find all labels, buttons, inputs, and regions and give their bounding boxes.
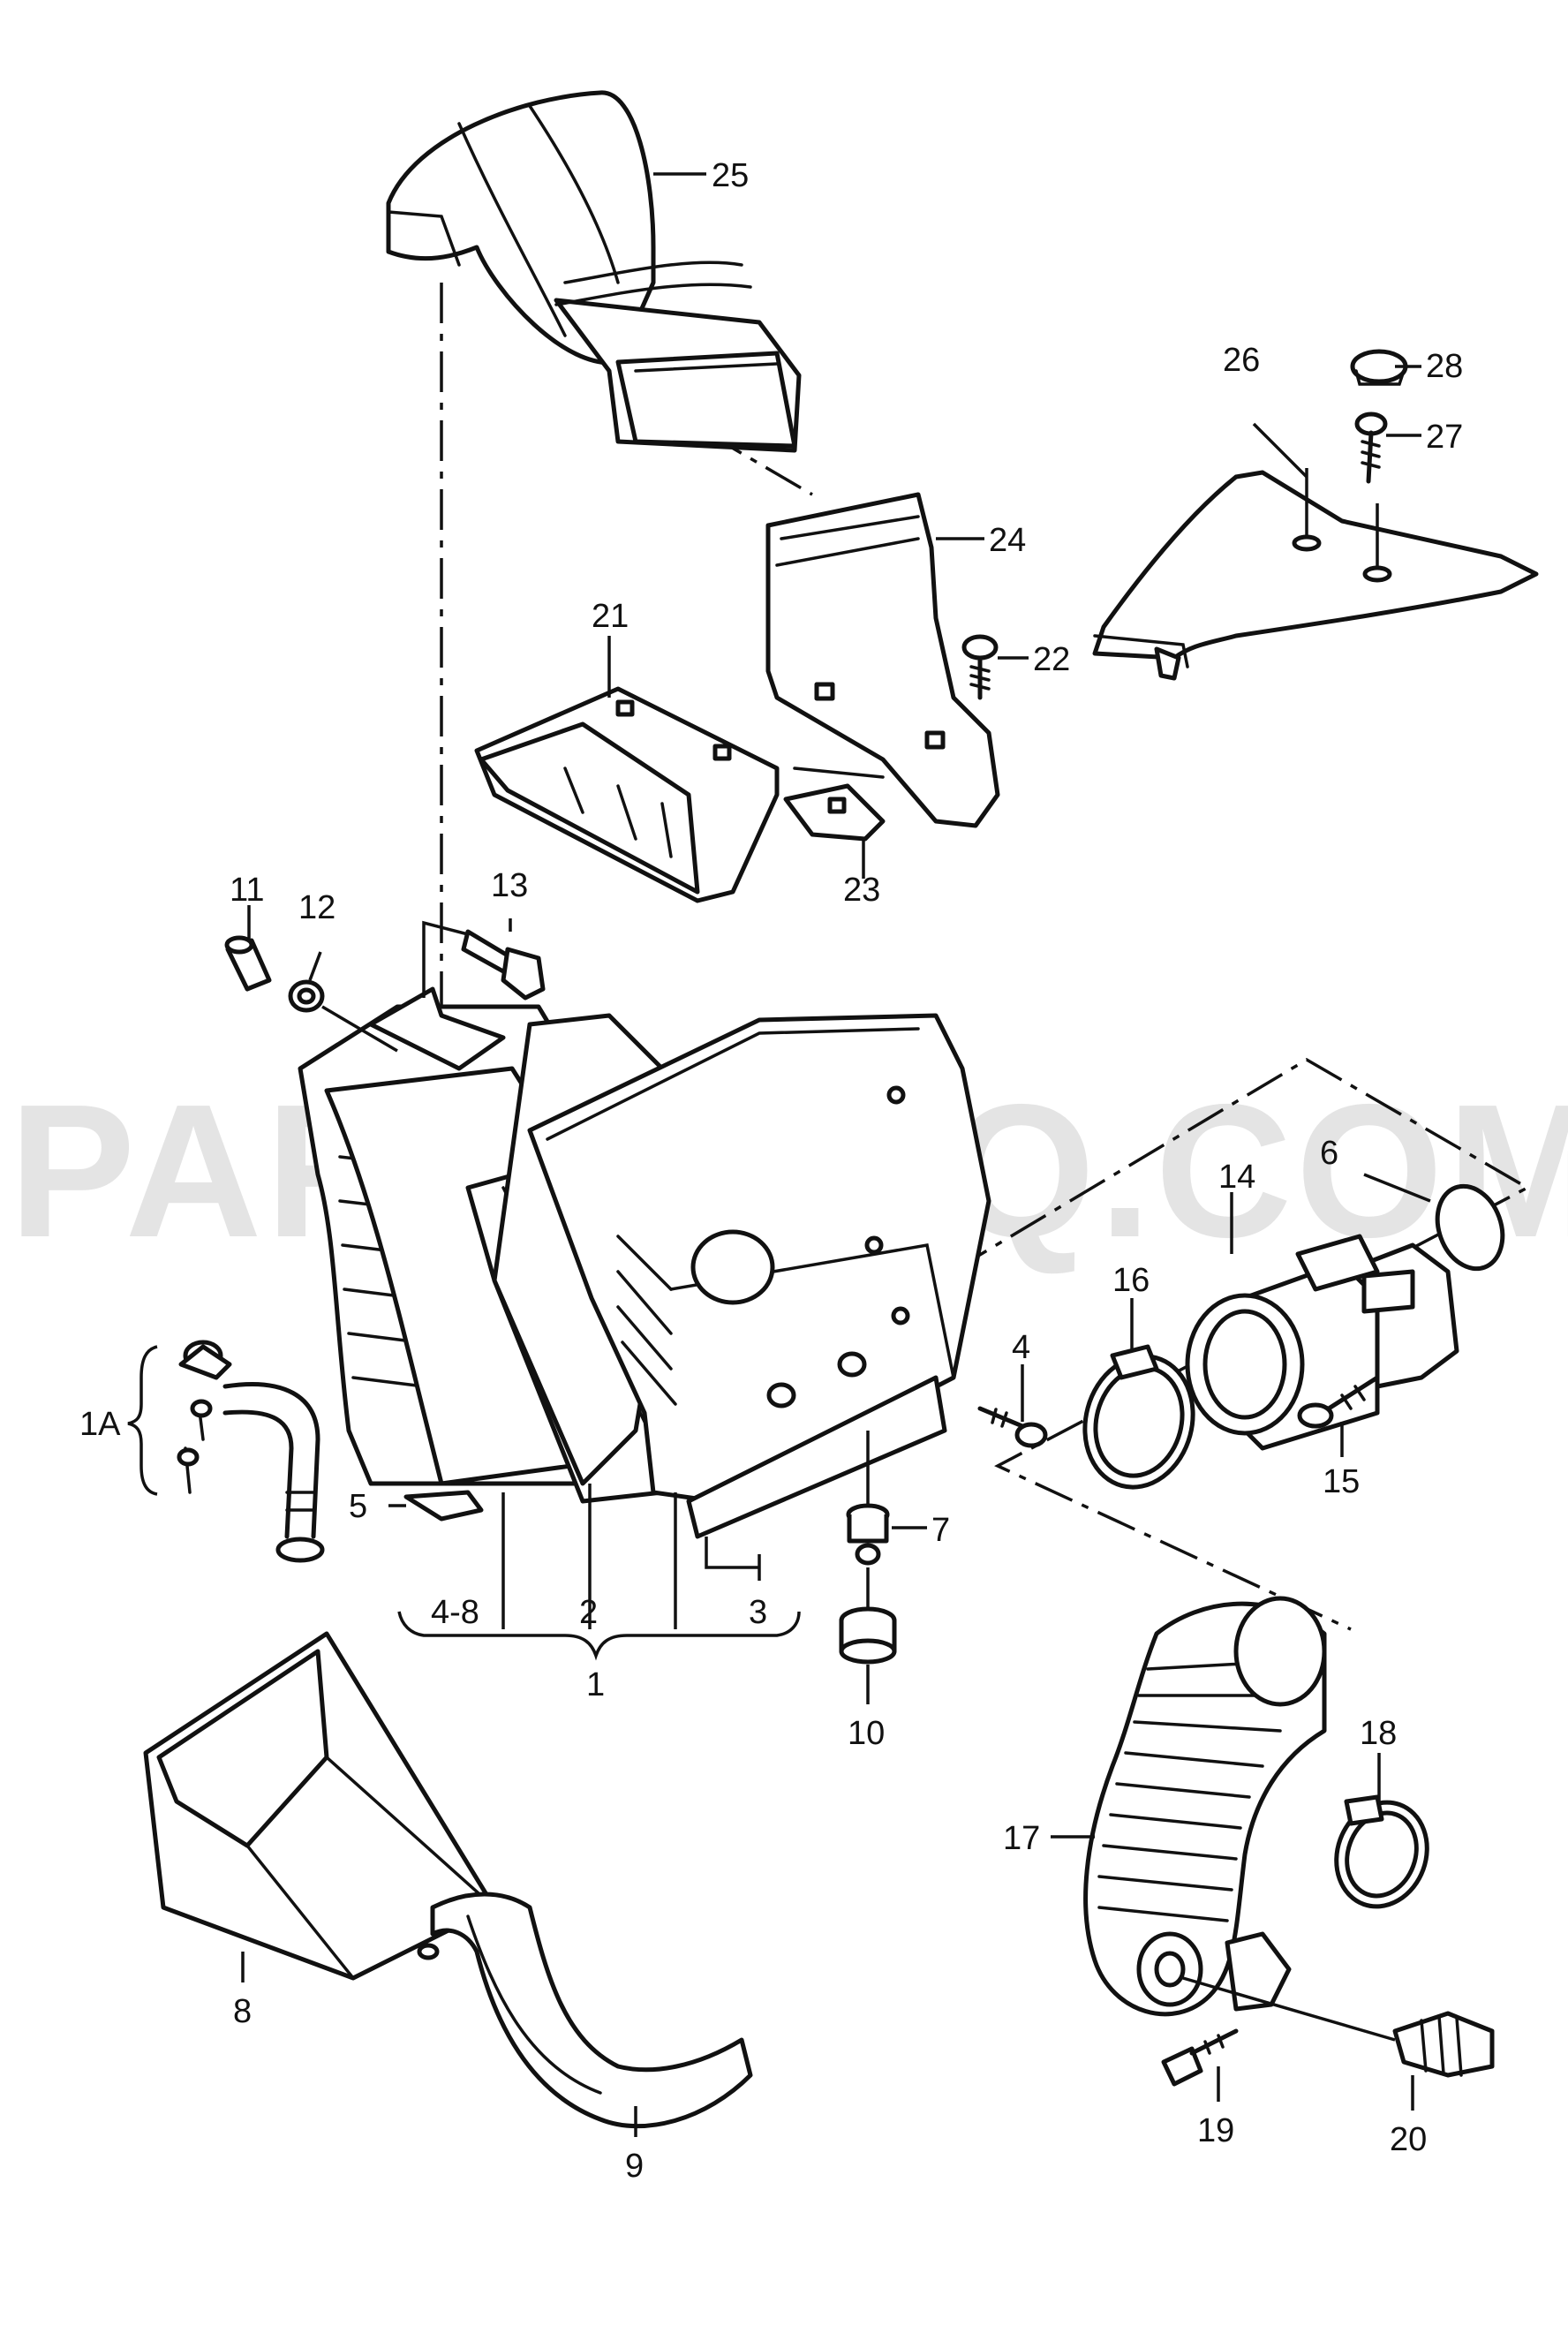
part-23-bracket[interactable] bbox=[783, 783, 886, 842]
part-12-grommet[interactable] bbox=[288, 979, 398, 1053]
callout-7: 7 bbox=[931, 1512, 950, 1549]
callout-24: 24 bbox=[989, 522, 1026, 559]
callout-21: 21 bbox=[592, 598, 629, 635]
part-15-screw[interactable] bbox=[1297, 1375, 1380, 1429]
part-7-mount[interactable] bbox=[846, 1431, 890, 1566]
part-6-o-ring[interactable] bbox=[1427, 1177, 1514, 1278]
part-22-screw[interactable] bbox=[961, 634, 999, 700]
part-21-inlet-scoop[interactable] bbox=[474, 686, 780, 903]
part-17-intake-bellows[interactable] bbox=[1083, 1596, 1327, 2017]
part-18-hose-clamp[interactable] bbox=[1322, 1790, 1441, 1920]
callout-11: 11 bbox=[230, 872, 264, 909]
callout-22: 22 bbox=[1033, 641, 1070, 678]
part-11-stud[interactable] bbox=[224, 935, 272, 992]
callout-1A: 1A bbox=[79, 1406, 121, 1443]
callout-labels: 25 28 26 27 24 21 22 23 11 12 13 14 6 16… bbox=[79, 157, 1463, 2185]
callout-13: 13 bbox=[491, 867, 528, 904]
callout-28: 28 bbox=[1426, 348, 1463, 385]
callout-10: 10 bbox=[848, 1715, 885, 1752]
part-9-seal-strip[interactable] bbox=[430, 1892, 753, 2129]
part-13-bolt[interactable] bbox=[422, 920, 546, 1001]
callout-8: 8 bbox=[233, 1993, 252, 2030]
part-1A-breather-hose[interactable] bbox=[177, 1340, 325, 1563]
callout-16: 16 bbox=[1112, 1262, 1150, 1299]
callout-14: 14 bbox=[1218, 1159, 1255, 1196]
part-8-air-guide[interactable] bbox=[143, 1631, 497, 1981]
callout-12: 12 bbox=[298, 889, 335, 926]
callout-18: 18 bbox=[1360, 1715, 1397, 1752]
callout-6: 6 bbox=[1320, 1135, 1338, 1172]
leader-lines bbox=[127, 172, 1431, 2137]
callout-17: 17 bbox=[1003, 1820, 1040, 1857]
part-20-plug[interactable] bbox=[1182, 1976, 1495, 2078]
part-1-air-filter-housing[interactable] bbox=[298, 986, 991, 1539]
callout-3: 3 bbox=[749, 1594, 767, 1631]
part-27-screw[interactable] bbox=[1354, 412, 1388, 484]
callout-23: 23 bbox=[843, 872, 880, 909]
callout-9: 9 bbox=[625, 2148, 644, 2185]
callout-20: 20 bbox=[1390, 2121, 1427, 2158]
part-10-rubber-mount[interactable] bbox=[839, 1567, 897, 1665]
part-26-cover-plate[interactable] bbox=[1092, 468, 1539, 681]
part-16-hose-clamp[interactable] bbox=[1071, 1344, 1208, 1499]
callout-15: 15 bbox=[1323, 1463, 1360, 1500]
part-19-bolt[interactable] bbox=[1161, 2028, 1239, 2087]
callout-2: 2 bbox=[579, 1594, 598, 1631]
callout-5: 5 bbox=[349, 1488, 367, 1525]
part-28-cap[interactable] bbox=[1350, 349, 1408, 386]
callout-25: 25 bbox=[712, 157, 749, 194]
callout-1: 1 bbox=[586, 1666, 605, 1703]
callout-19: 19 bbox=[1197, 2112, 1234, 2149]
callout-26: 26 bbox=[1223, 342, 1260, 379]
callout-4: 4 bbox=[1012, 1329, 1030, 1366]
callout-4-8: 4-8 bbox=[431, 1594, 479, 1631]
part-24-duct-bracket[interactable] bbox=[765, 492, 1000, 828]
part-5-clip[interactable] bbox=[403, 1490, 484, 1522]
part-4-screw[interactable] bbox=[977, 1406, 1048, 1448]
part-25-intake-duct[interactable] bbox=[386, 90, 802, 453]
callout-27: 27 bbox=[1426, 419, 1463, 456]
